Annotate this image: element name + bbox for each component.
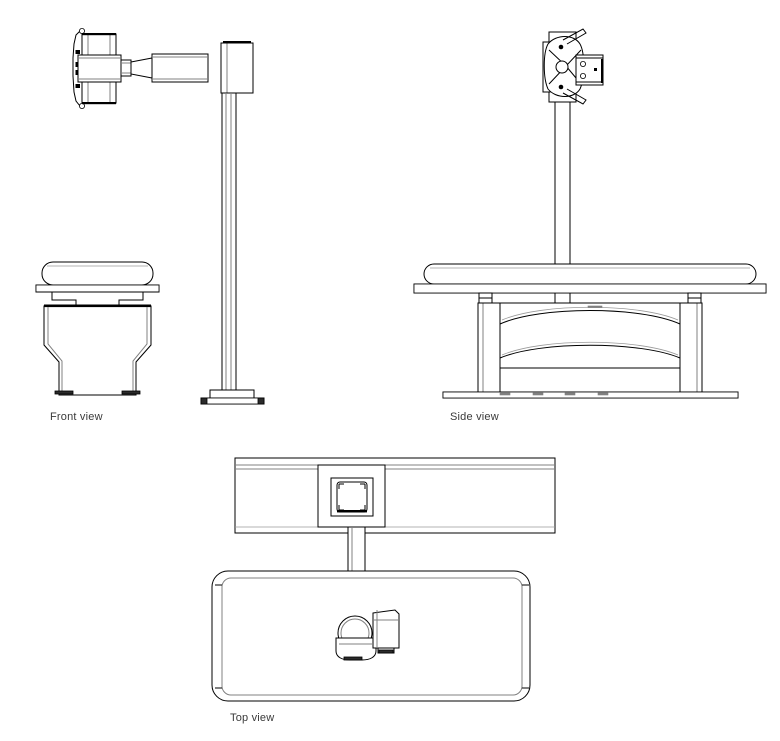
table-floor-plate (442, 391, 739, 399)
front-view-group (35, 27, 265, 405)
top-view-group (211, 457, 556, 702)
collimator-top (372, 609, 400, 654)
tube-housing-side (542, 28, 604, 105)
detector-head (72, 27, 132, 110)
table-base-frame (477, 292, 703, 398)
overhead-rail (234, 457, 556, 534)
tube-housing (35, 261, 160, 396)
side-view-label: Side view (450, 411, 499, 423)
top-view-label: Top view (230, 712, 275, 724)
detector-carriage (317, 464, 386, 528)
table-top (413, 263, 767, 294)
vertical-column (200, 41, 265, 405)
tube-housing-top (335, 609, 400, 661)
side-view-group (413, 28, 767, 399)
front-view-label: Front view (50, 411, 103, 423)
telescoping-arm (130, 53, 209, 83)
